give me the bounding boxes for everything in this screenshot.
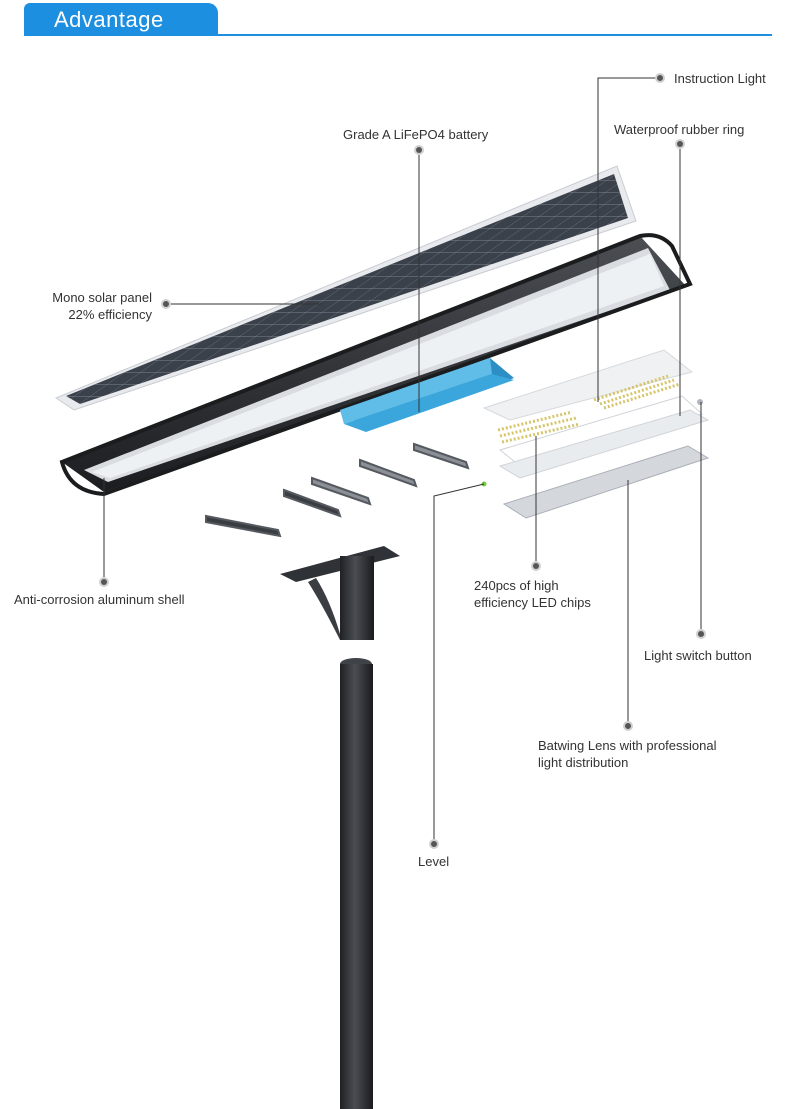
label-solar-panel-line2: 22% efficiency bbox=[68, 307, 152, 322]
label-lens-line2: light distribution bbox=[538, 755, 629, 770]
label-lens: Batwing Lens with professional light dis… bbox=[538, 737, 717, 771]
solar-panel bbox=[54, 165, 637, 411]
battery-pack bbox=[340, 358, 514, 432]
light-components bbox=[481, 349, 710, 519]
marker-dots bbox=[99, 73, 706, 849]
label-instruction-light: Instruction Light bbox=[674, 71, 766, 86]
label-led-chips-line1: 240pcs of high bbox=[474, 578, 559, 593]
label-battery: Grade A LiFePO4 battery bbox=[343, 127, 489, 142]
mounting-brackets bbox=[205, 442, 470, 538]
label-lens-line1: Batwing Lens with professional bbox=[538, 738, 717, 753]
section-tab bbox=[24, 3, 218, 36]
label-shell: Anti-corrosion aluminum shell bbox=[14, 592, 185, 607]
label-solar-panel: Mono solar panel 22% efficiency bbox=[40, 289, 152, 323]
label-switch-button: Light switch button bbox=[644, 648, 752, 663]
label-waterproof-ring: Waterproof rubber ring bbox=[614, 122, 745, 137]
pole bbox=[280, 546, 400, 1109]
label-led-chips-line2: efficiency LED chips bbox=[474, 595, 591, 610]
label-solar-panel-line1: Mono solar panel bbox=[52, 290, 152, 305]
section-divider bbox=[24, 34, 772, 36]
leader-lines bbox=[103, 77, 702, 844]
aluminum-shell bbox=[59, 233, 693, 497]
section-title: Advantage bbox=[54, 7, 164, 32]
label-led-chips: 240pcs of high efficiency LED chips bbox=[474, 577, 591, 611]
label-level: Level bbox=[418, 854, 450, 869]
